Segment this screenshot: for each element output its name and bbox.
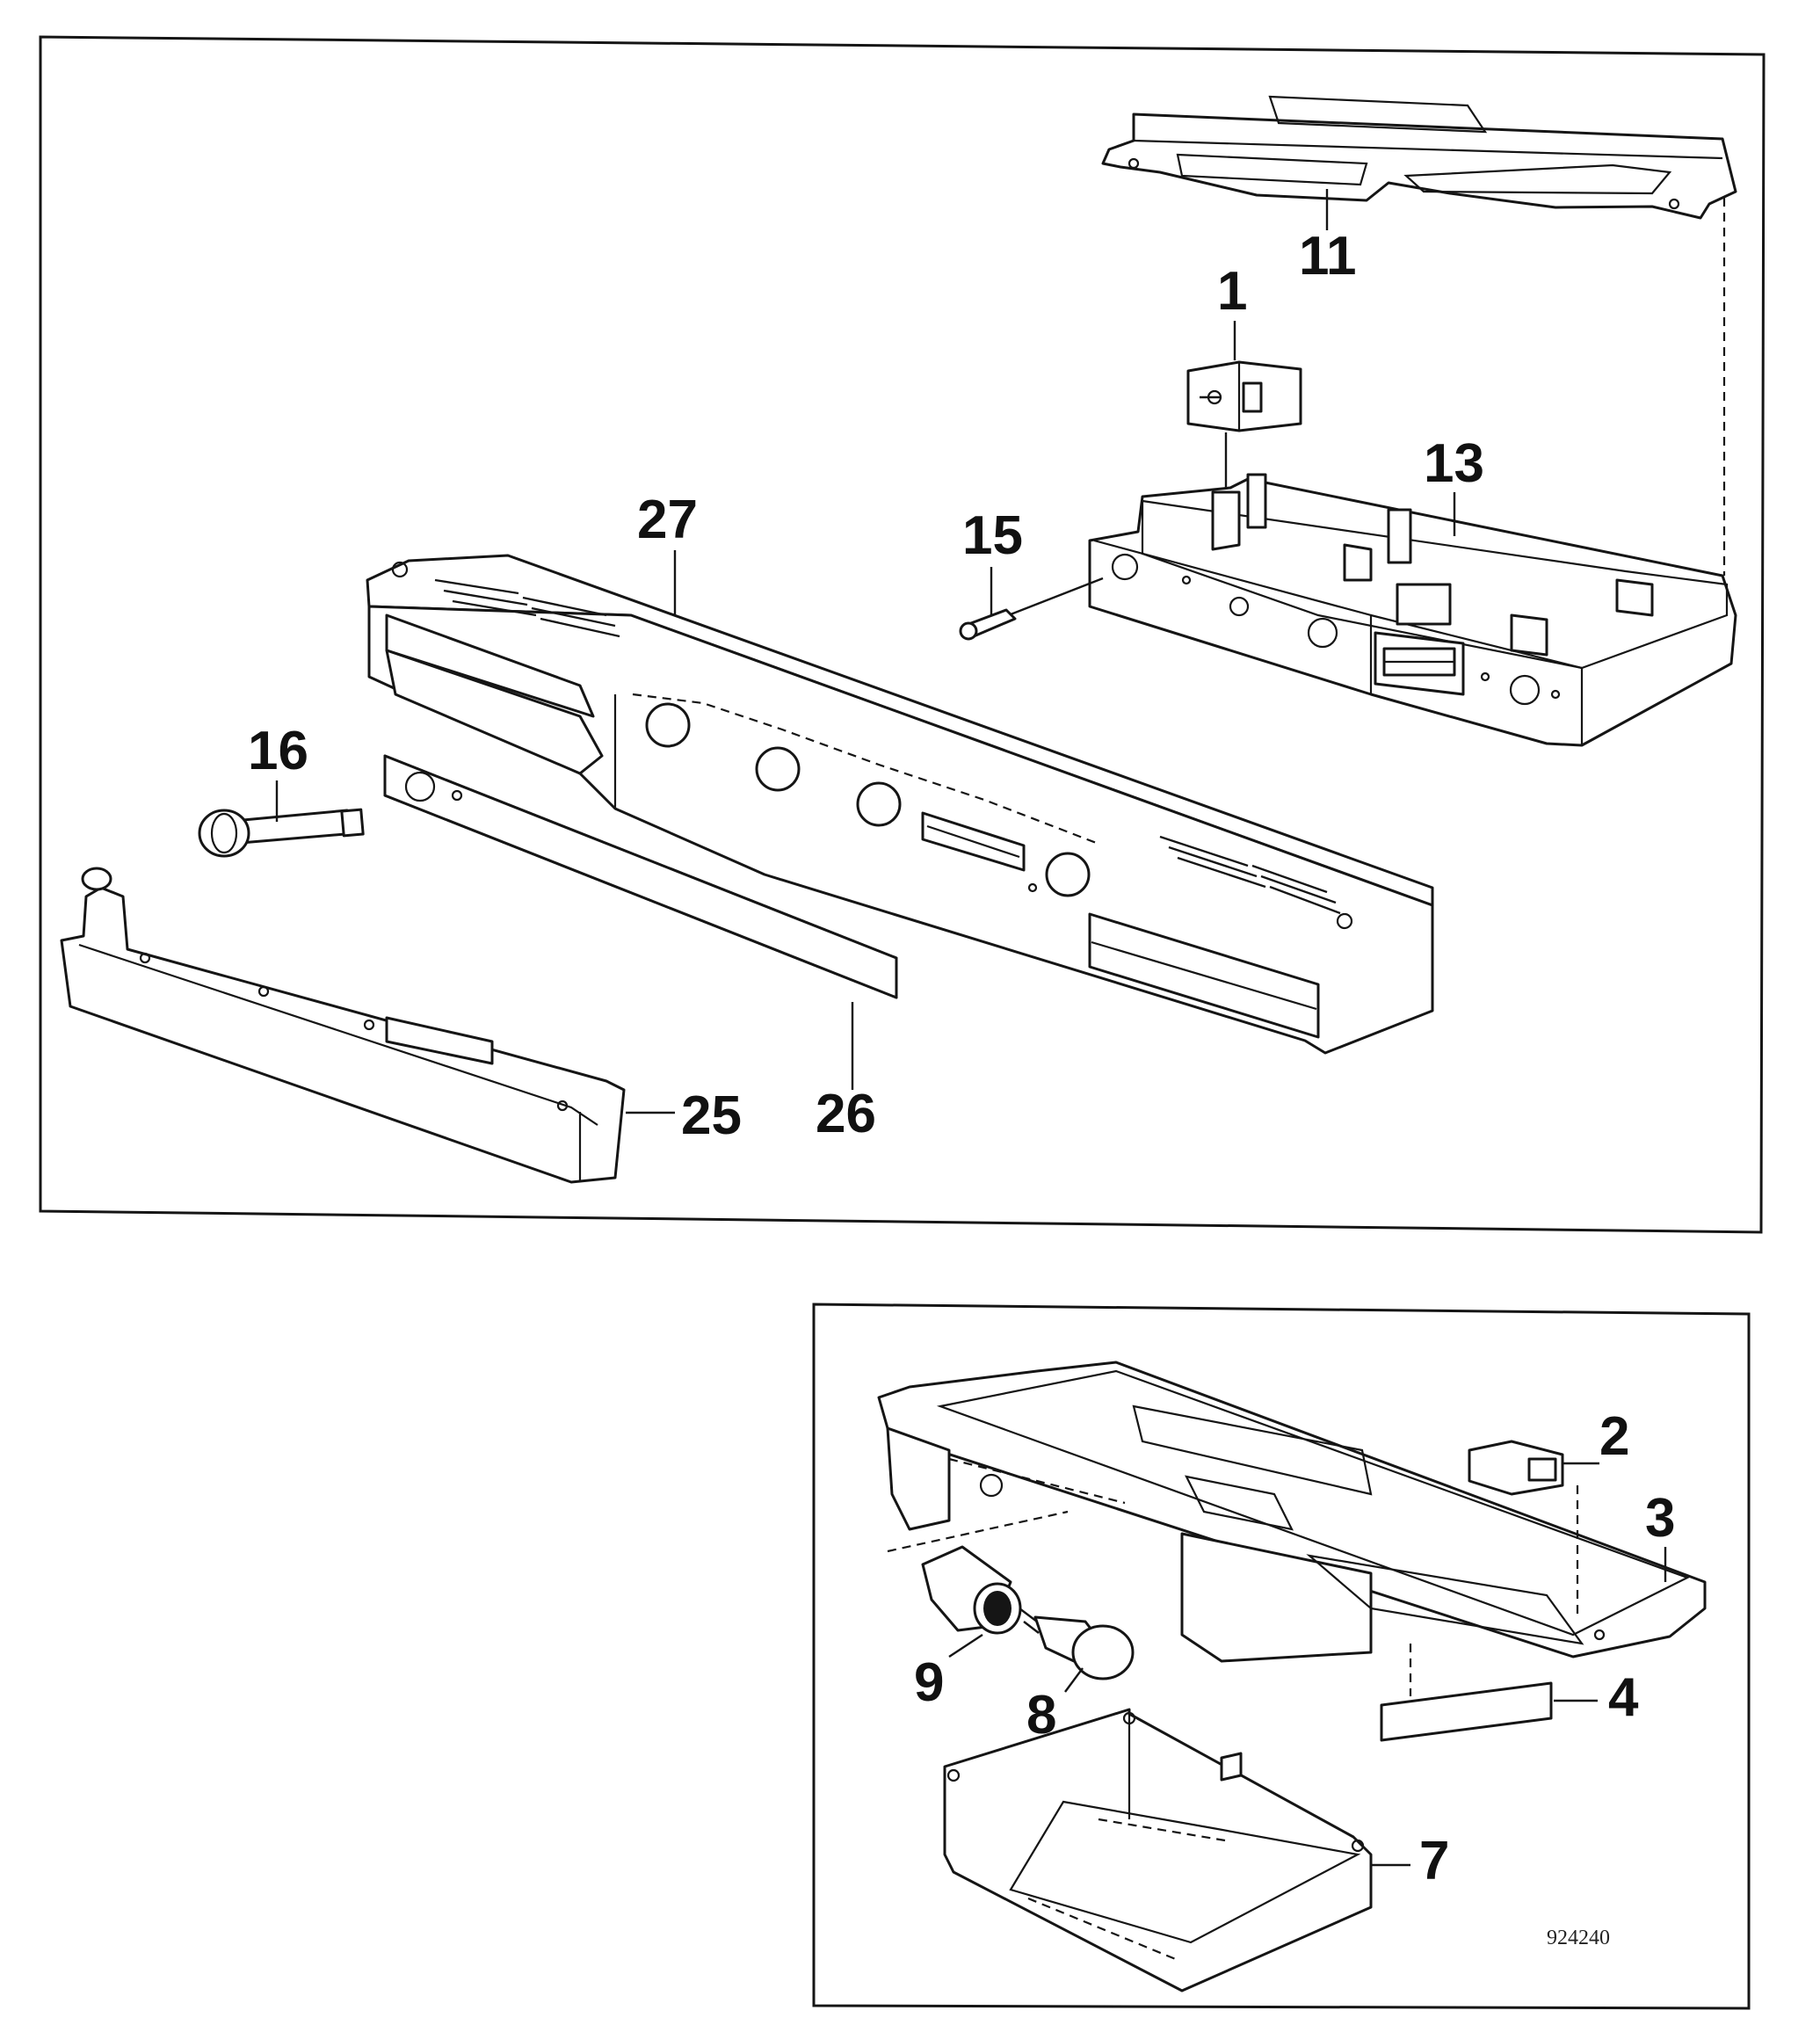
part-2-switch xyxy=(1468,1440,1599,1496)
part-15-bulb xyxy=(959,577,1104,641)
leader-9 xyxy=(948,1633,983,1658)
guide-9 xyxy=(887,1510,1069,1553)
label-9: 9 xyxy=(914,1652,944,1713)
part-9-socket xyxy=(921,1545,1022,1635)
part-25-bracket xyxy=(60,867,626,1184)
label-25: 25 xyxy=(681,1085,742,1146)
label-4: 4 xyxy=(1608,1667,1639,1728)
part-26-panel-strip xyxy=(383,754,898,999)
label-7: 7 xyxy=(1419,1831,1449,1891)
part-1-switch xyxy=(1186,360,1302,432)
part-16-knob xyxy=(198,808,365,858)
part-7-bottom-housing xyxy=(943,1708,1373,1992)
label-1: 1 xyxy=(1217,261,1247,322)
bottom-panel-frame xyxy=(812,1303,1751,2010)
label-27: 27 xyxy=(637,490,698,550)
label-26: 26 xyxy=(816,1084,876,1144)
label-2: 2 xyxy=(1599,1406,1629,1467)
leader-8 xyxy=(1064,1667,1084,1693)
part-13-chassis xyxy=(1088,473,1737,747)
part-3-tray xyxy=(877,1361,1707,1663)
label-3: 3 xyxy=(1645,1488,1675,1549)
part-8-bulb xyxy=(1019,1608,1135,1680)
part-4-lens xyxy=(1380,1681,1553,1742)
part-27-front-housing xyxy=(366,554,1434,1055)
label-13: 13 xyxy=(1424,433,1484,494)
part-11-cover-plate xyxy=(1101,95,1737,220)
top-panel-frame xyxy=(39,35,1766,1234)
figure-code: 924240 xyxy=(1547,1927,1610,1949)
label-15: 15 xyxy=(962,505,1023,566)
label-11: 11 xyxy=(1299,226,1357,287)
label-16: 16 xyxy=(248,721,308,781)
